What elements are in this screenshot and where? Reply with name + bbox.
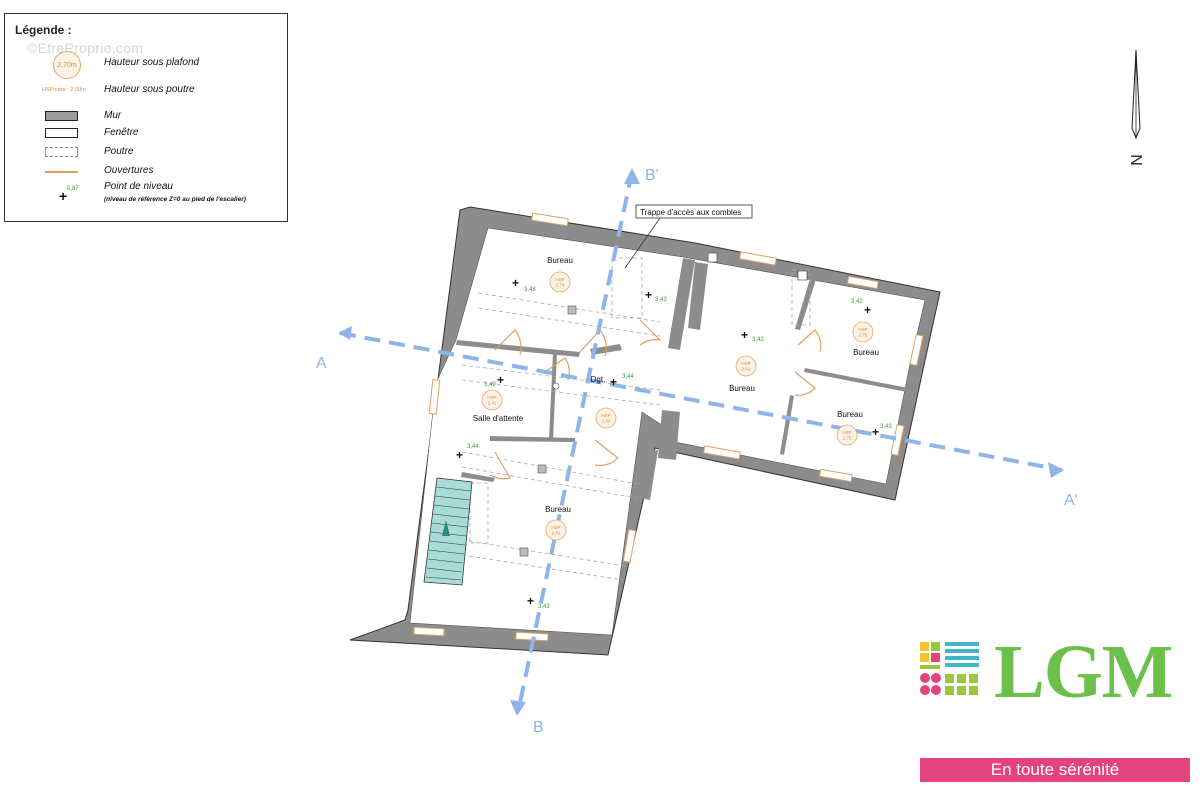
- fixture-corner-marks: [707, 252, 808, 281]
- openings-label: Ouvertures: [104, 165, 154, 176]
- logo-mark-icon: [920, 642, 979, 695]
- ceiling-height-label: Hauteur sous plafond: [104, 57, 200, 68]
- north-label: N: [1129, 154, 1146, 166]
- legend-title: Légende :: [15, 23, 72, 37]
- north-arrow-icon: N: [1129, 49, 1146, 166]
- ceiling-height-marker: [481, 389, 503, 411]
- level-cross-icon: +: [527, 594, 534, 608]
- window-symbol: [45, 128, 78, 138]
- ceiling-height-symbol: 2,70m: [53, 51, 81, 79]
- section-label-b-prime: B': [645, 167, 659, 184]
- section-line-b: [516, 171, 634, 713]
- arrow-b-end-icon: [624, 168, 640, 184]
- level-value: 3,42: [752, 337, 764, 343]
- legend-item-beam-height: HSPoutre : 2,60m Hauteur sous poutre: [5, 83, 285, 103]
- ceiling-height-marker: [836, 424, 858, 446]
- beam-height-label: Hauteur sous poutre: [104, 84, 195, 95]
- ceiling-height-marker: [595, 407, 617, 429]
- legend-item-ceiling-height: 2,70m Hauteur sous plafond: [5, 51, 285, 79]
- level-value: 3,43: [880, 424, 892, 430]
- level-cross-icon: +: [872, 425, 879, 439]
- ceiling-height-marker: [545, 519, 567, 541]
- level-value: 3,48: [524, 287, 536, 293]
- legend: Légende : ©EtreProprio.com 2,70m Hauteur…: [4, 13, 288, 222]
- arrow-a-start-icon: [338, 326, 352, 340]
- beam-height-symbol: HSPoutre : 2,60m: [42, 87, 86, 93]
- level-value: 3,43: [655, 297, 667, 303]
- section-label-a: A: [316, 355, 327, 372]
- section-label-a-prime: A': [1064, 492, 1078, 509]
- level-value: 3,44: [622, 374, 634, 380]
- stairs-arrow-icon: [442, 520, 450, 536]
- ceiling-height-marker: [735, 355, 757, 377]
- arrow-b-start-icon: [510, 700, 526, 716]
- ceiling-height-markers: [481, 271, 874, 541]
- level-points: + + + + + + + + +: [456, 276, 879, 608]
- level-cross-icon: +: [456, 448, 463, 462]
- level-value: 3,44: [467, 444, 479, 450]
- legend-item-level-point: + 0,87 Point de niveau (niveau de référe…: [5, 181, 285, 204]
- level-cross-icon: +: [610, 375, 617, 389]
- room-bureau-bottom: Bureau: [545, 505, 571, 514]
- section-line-a: [339, 331, 1063, 472]
- room-bureau-center-right: Bureau: [729, 384, 755, 393]
- window-label: Fenêtre: [104, 127, 139, 138]
- arrow-a-end-icon: [1048, 462, 1064, 478]
- level-cross-icon: +: [645, 288, 652, 302]
- level-point-label: Point de niveau: [104, 181, 173, 192]
- legend-item-window: Fenêtre: [5, 127, 285, 148]
- level-value: 3,49: [484, 382, 496, 388]
- legend-item-wall: Mur: [5, 110, 285, 131]
- brand-name: LGM: [994, 630, 1174, 714]
- legend-item-beam: Poutre: [5, 146, 285, 167]
- attic-hatch-annotation: Trappe d'accès aux combles: [624, 204, 753, 269]
- room-bureau-lower-right: Bureau: [837, 410, 863, 419]
- room-dgt: Dgt.: [591, 375, 606, 384]
- attic-hatch-label: Trappe d'accès aux combles: [640, 208, 741, 217]
- level-cross-icon: +: [512, 276, 519, 290]
- room-bureau-top-left: Bureau: [547, 256, 573, 265]
- windows: [413, 212, 924, 642]
- level-cross-icon: +: [864, 303, 871, 317]
- level-value: 3,43: [538, 604, 550, 610]
- legend-item-openings: Ouvertures: [5, 165, 285, 186]
- ceiling-height-marker: [549, 271, 571, 293]
- section-arrows: [338, 168, 1064, 716]
- level-cross-icon: +: [741, 328, 748, 342]
- level-symbol-value: 0,87: [67, 186, 79, 192]
- stairs: [423, 477, 473, 586]
- interior-walls: [456, 258, 908, 500]
- level-value: 3,42: [851, 299, 863, 305]
- beam-symbol: [45, 147, 78, 157]
- level-cross-icon: +: [59, 188, 68, 204]
- watermark: ©EtreProprio.com: [27, 40, 144, 56]
- wall-symbol: [45, 111, 78, 121]
- fixtures: [519, 305, 577, 557]
- wall-label: Mur: [104, 110, 122, 121]
- ceiling-height-marker: [852, 321, 874, 343]
- level-cross-icon: +: [497, 373, 504, 387]
- section-lines: [339, 171, 1063, 713]
- level-point-note: (niveau de référence Z=0 au pied de l'es…: [104, 196, 246, 203]
- opening-symbol: [45, 171, 78, 173]
- lgm-logo: LGM: [918, 632, 1190, 712]
- section-label-b: B: [533, 719, 544, 736]
- room-bureau-far-right: Bureau: [853, 348, 879, 357]
- brand-slogan: En toute sérénité: [920, 758, 1190, 782]
- room-salle-attente: Salle d'attente: [473, 414, 524, 423]
- beam-label: Poutre: [104, 146, 134, 157]
